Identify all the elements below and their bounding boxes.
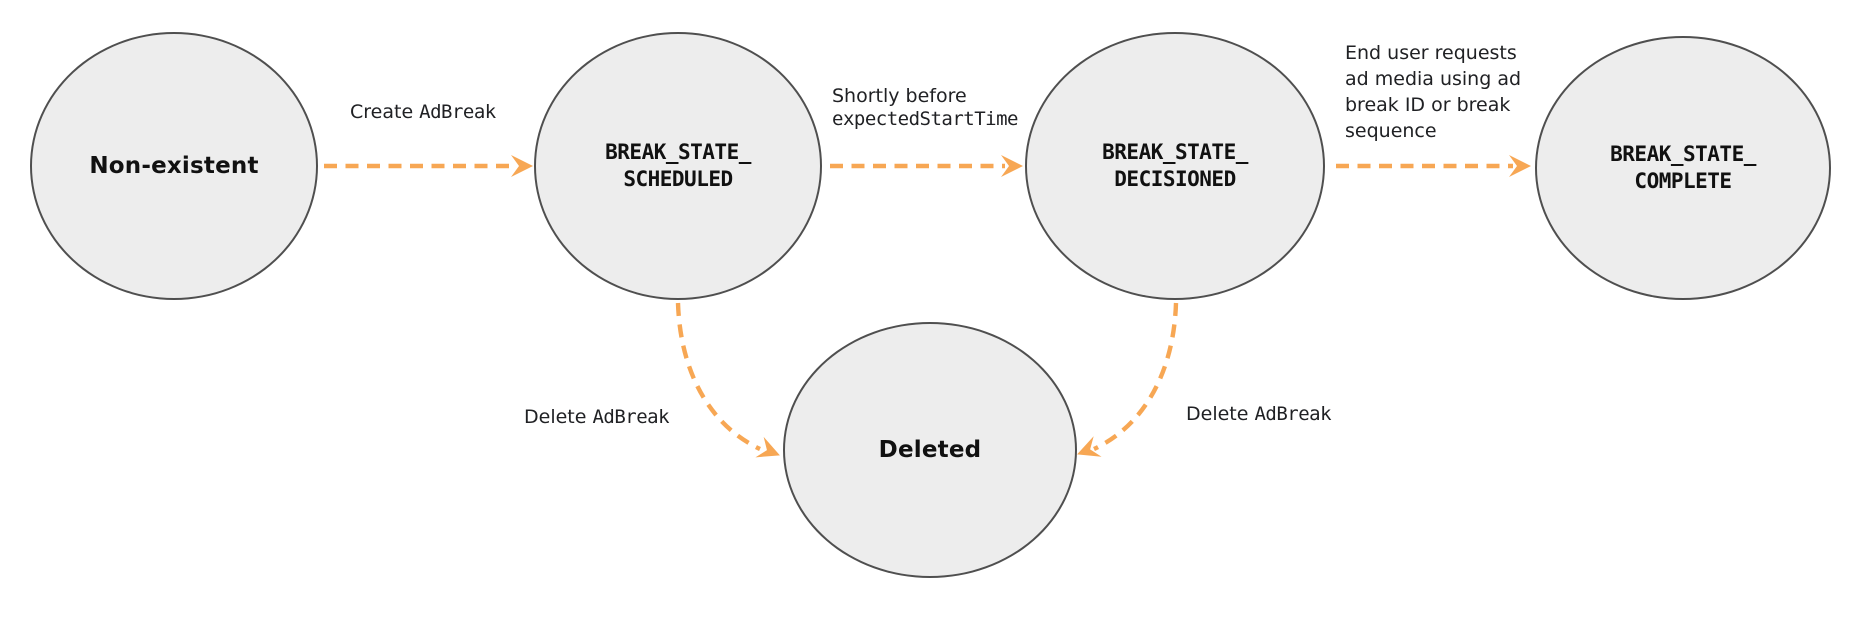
edge-label-delete-adbreak-right: Delete AdBreak — [1186, 403, 1332, 426]
state-label-break-state-decisioned: BREAK_STATE_ DECISIONED — [1102, 139, 1248, 193]
edge-create-arrowhead-icon — [511, 155, 533, 177]
state-node-non-existent: Non-existent — [30, 32, 318, 300]
edge-delete-left-arrowhead-icon — [755, 436, 780, 458]
state-node-break-state-scheduled: BREAK_STATE_ SCHEDULED — [534, 32, 822, 300]
edge-label-sans-part: Shortly before — [832, 85, 967, 107]
edge-label-sans-part: Delete — [524, 406, 593, 428]
edge-label-end-user-requests: End user requests ad media using ad brea… — [1345, 40, 1521, 144]
edge-delete-right-arrowhead-icon — [1077, 436, 1102, 457]
state-label-break-state-complete: BREAK_STATE_ COMPLETE — [1610, 141, 1756, 195]
edge-label-mono-part: expectedStartTime — [832, 108, 1018, 130]
state-label-text-line2: COMPLETE — [1634, 169, 1732, 193]
edge-delete-left-arrow-curve — [675, 302, 761, 451]
edge-label-mono-part: AdBreak — [592, 406, 670, 428]
state-label-non-existent: Non-existent — [89, 153, 258, 179]
edge-shortly-arrowhead-icon — [1001, 155, 1023, 177]
state-node-break-state-complete: BREAK_STATE_ COMPLETE — [1535, 36, 1831, 300]
state-label-text: Non-existent — [89, 153, 259, 179]
edge-label-sans-part: Delete — [1186, 403, 1255, 425]
state-label-text-line1: BREAK_STATE_ — [1102, 140, 1248, 164]
edge-label-sans-part: Create — [350, 101, 420, 123]
state-label-text-line1: BREAK_STATE_ — [605, 140, 751, 164]
edge-label-mono-part: AdBreak — [419, 101, 496, 123]
state-label-text-line2: DECISIONED — [1114, 167, 1236, 191]
state-label-break-state-scheduled: BREAK_STATE_ SCHEDULED — [605, 139, 751, 193]
edge-label-mono-part: AdBreak — [1254, 403, 1332, 425]
edge-enduser-arrowhead-icon — [1509, 155, 1531, 177]
state-label-text: Deleted — [878, 437, 982, 463]
state-label-deleted: Deleted — [879, 437, 982, 463]
state-node-deleted: Deleted — [783, 322, 1077, 578]
state-label-text-line1: BREAK_STATE_ — [1610, 142, 1756, 166]
edge-delete-right-arrow-curve — [1093, 302, 1179, 451]
state-label-text-line2: SCHEDULED — [623, 167, 733, 191]
edge-label-sans-part: End user requests ad media using ad brea… — [1345, 42, 1522, 142]
state-node-break-state-decisioned: BREAK_STATE_ DECISIONED — [1025, 32, 1325, 300]
edge-label-create-adbreak: Create AdBreak — [350, 101, 496, 124]
edge-label-delete-adbreak-left: Delete AdBreak — [524, 406, 670, 429]
